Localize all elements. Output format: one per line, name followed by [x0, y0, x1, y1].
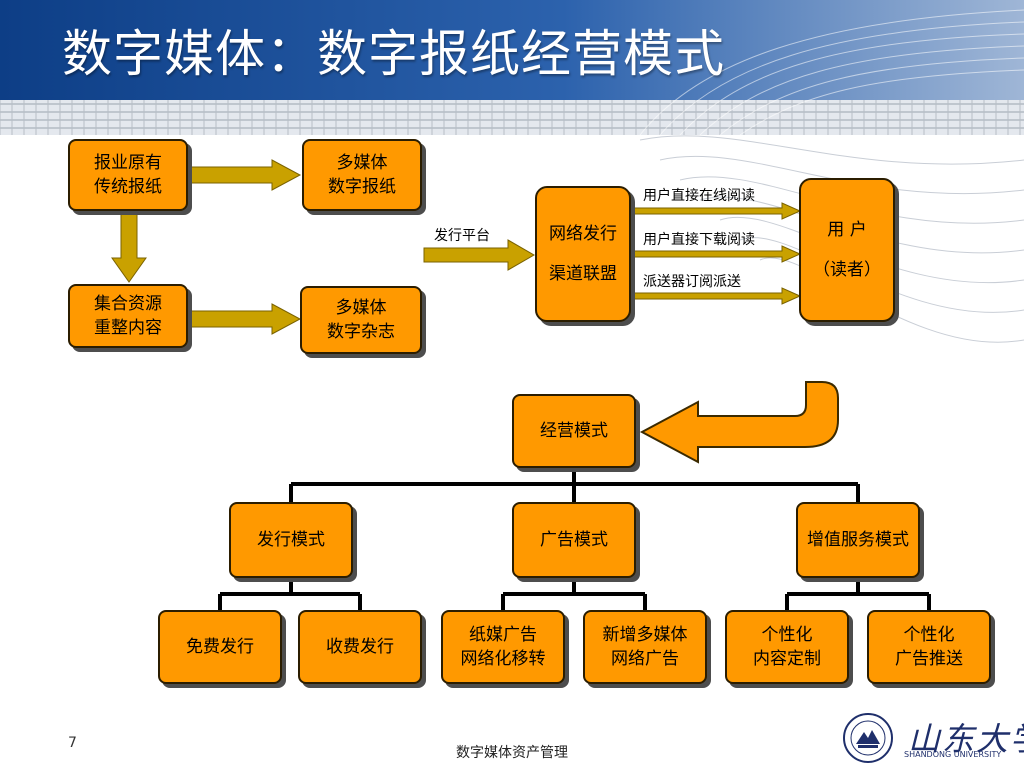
- box-multimedia-newspaper: 多媒体 数字报纸: [302, 139, 422, 211]
- box-leaf-multimedia-ads: 新增多媒体 网络广告: [583, 610, 707, 684]
- box-leaf-paid-distribution: 收费发行: [298, 610, 422, 684]
- arrow-path-1: [633, 202, 802, 220]
- box-leaf-ad-push: 个性化 广告推送: [867, 610, 991, 684]
- university-logo: 山东大学 SHANDONG UNIVERSITY: [842, 712, 1024, 764]
- box-user-reader: 用 户 （读者）: [799, 178, 895, 322]
- box-label: 个性化 内容定制: [753, 625, 821, 669]
- box-multimedia-magazine: 多媒体 数字杂志: [300, 286, 422, 354]
- box-leaf-content-customization: 个性化 内容定制: [725, 610, 849, 684]
- box-branch-distribution: 发行模式: [229, 502, 353, 578]
- box-label: 新增多媒体 网络广告: [602, 625, 688, 669]
- box-label: 免费发行: [186, 637, 254, 657]
- path-label-online: 用户直接在线阅读: [643, 188, 755, 204]
- slide-title: 数字媒体：数字报纸经营模式: [62, 25, 725, 83]
- box-label: 广告模式: [540, 530, 608, 550]
- arrow-platform: [423, 239, 536, 271]
- path-label-subscription: 派送器订阅派送: [643, 274, 741, 290]
- box-label: 集合资源 重整内容: [94, 294, 162, 338]
- arrow-down: [111, 211, 147, 283]
- box-label: 用 户 （读者）: [813, 220, 881, 280]
- footer-text: 数字媒体资产管理: [456, 745, 568, 761]
- page-number: 7: [68, 735, 77, 751]
- arrow-path-2: [633, 245, 802, 263]
- arrow-curved-return: [639, 381, 839, 464]
- box-leaf-print-ad-migration: 纸媒广告 网络化移转: [441, 610, 565, 684]
- logo-subtext: SHANDONG UNIVERSITY: [904, 750, 1002, 759]
- box-branch-advertising: 广告模式: [512, 502, 636, 578]
- arrow-src2-out2: [187, 303, 302, 335]
- arrow-path-3: [633, 287, 802, 305]
- box-label: 多媒体 数字杂志: [327, 298, 395, 342]
- box-channel-alliance: 网络发行 渠道联盟: [535, 186, 631, 322]
- university-seal-icon: [843, 713, 893, 763]
- box-label: 个性化 广告推送: [895, 625, 963, 669]
- box-label: 纸媒广告 网络化移转: [460, 625, 546, 669]
- box-resource-integration: 集合资源 重整内容: [68, 284, 188, 348]
- box-label: 网络发行 渠道联盟: [549, 224, 617, 284]
- box-label: 收费发行: [326, 637, 394, 657]
- arrow-src1-out1: [187, 159, 302, 191]
- header-banner: [0, 0, 1024, 135]
- box-business-model-root: 经营模式: [512, 394, 636, 468]
- box-label: 多媒体 数字报纸: [328, 153, 396, 197]
- box-branch-value-added: 增值服务模式: [796, 502, 920, 578]
- box-leaf-free-distribution: 免费发行: [158, 610, 282, 684]
- box-traditional-newspaper: 报业原有 传统报纸: [68, 139, 188, 211]
- path-label-download: 用户直接下载阅读: [643, 232, 755, 248]
- platform-label: 发行平台: [434, 228, 490, 244]
- box-label: 报业原有 传统报纸: [94, 153, 162, 197]
- box-label: 发行模式: [257, 530, 325, 550]
- logo-text: 山东大学: [908, 720, 1024, 758]
- box-label: 增值服务模式: [807, 530, 909, 550]
- box-label: 经营模式: [540, 421, 608, 441]
